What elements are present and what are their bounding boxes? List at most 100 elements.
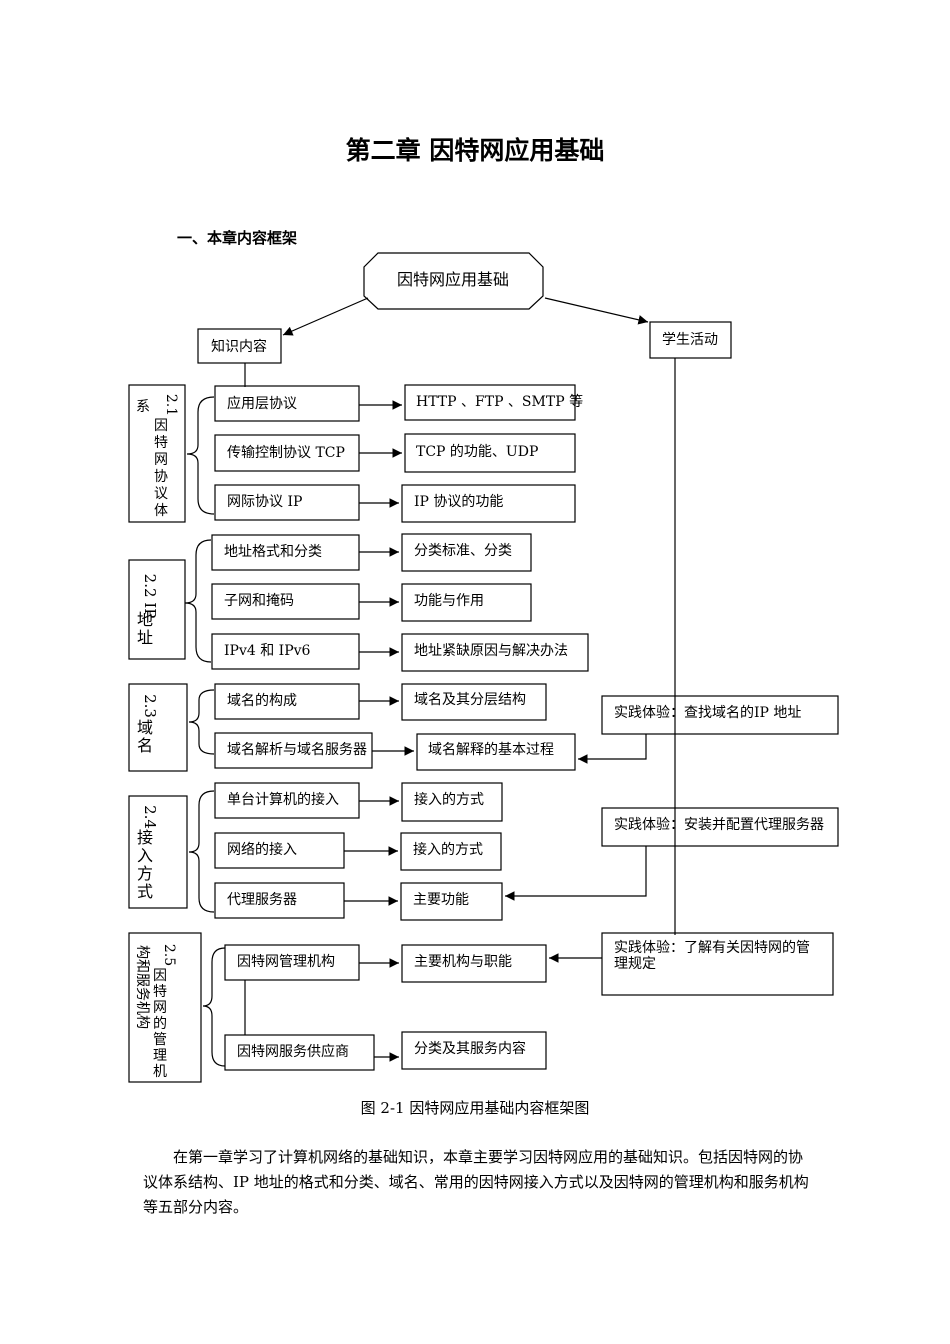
detail-box-5 bbox=[401, 583, 532, 622]
section-2-5-char: 因 bbox=[153, 968, 167, 984]
section-2-5-char: 网 bbox=[153, 1000, 167, 1016]
root-to-knowledge-arrow bbox=[282, 297, 369, 336]
activity-box-1 bbox=[601, 695, 839, 735]
section-box-2-5 bbox=[128, 932, 202, 1083]
section-2-1-char: 体 bbox=[154, 503, 168, 519]
section-2-3-char: 名 bbox=[137, 736, 153, 755]
detail-label: 地址紧缺原因与解决办法 bbox=[414, 643, 568, 659]
knowledge-label: 知识内容 bbox=[211, 338, 267, 355]
detail-box-6 bbox=[401, 633, 589, 672]
activity-box-2 bbox=[601, 807, 839, 847]
detail-label: 主要功能 bbox=[413, 892, 469, 908]
body-paragraph: 在第一章学习了计算机网络的基础知识，本章主要学习因特网应用的基础知识。包括因特网… bbox=[143, 1148, 809, 1216]
detail-label: 功能与作用 bbox=[414, 593, 484, 609]
section-2-5-char: 理 bbox=[153, 1048, 167, 1064]
brace-2-2 bbox=[184, 539, 212, 663]
detail-box-1 bbox=[404, 384, 576, 421]
activity-label: 实践体验：安装并配置代理服务器 bbox=[614, 817, 824, 833]
root-node-label: 因特网应用基础 bbox=[397, 270, 509, 289]
section-2-3-number: 2.3 bbox=[141, 694, 159, 718]
detail-box-12 bbox=[401, 944, 547, 983]
framework-diagram: 因特网应用基础 知识内容 学生活动 2.1 因 特 网 协 议 体 系 2.2 … bbox=[128, 252, 839, 1083]
section-2-2-char: 址 bbox=[137, 628, 153, 647]
detail-label: 分类标准、分类 bbox=[414, 543, 512, 559]
detail-box-11 bbox=[400, 882, 503, 921]
section-2-5-char: 的 bbox=[153, 1016, 167, 1032]
section-2-2-number: 2.2 IP bbox=[141, 574, 159, 619]
section-2-1-char: 特 bbox=[154, 435, 168, 451]
section-2-4-char: 入 bbox=[137, 846, 153, 865]
detail-label: IP 协议的功能 bbox=[414, 494, 503, 510]
detail-box-2 bbox=[404, 433, 576, 473]
page-title: 第二章 因特网应用基础 bbox=[345, 136, 605, 165]
section-box-2-2 bbox=[128, 559, 186, 660]
brace-2-3 bbox=[188, 689, 215, 755]
section-box-2-3 bbox=[128, 683, 188, 772]
section-2-1-char: 网 bbox=[154, 452, 168, 468]
section-box-2-1 bbox=[128, 384, 186, 523]
item-label: 域名的构成 bbox=[227, 693, 297, 709]
section-2-5-char: 特 bbox=[153, 984, 167, 1000]
section-2-5-number: 2.5 bbox=[161, 944, 177, 966]
section-2-1-char: 系 bbox=[136, 399, 150, 415]
brace-2-1 bbox=[186, 396, 215, 515]
detail-label: 接入的方式 bbox=[413, 841, 483, 858]
section-heading: 一、本章内容框架 bbox=[177, 229, 298, 247]
student-box bbox=[649, 321, 732, 359]
item-label: IPv4 和 IPv6 bbox=[224, 643, 311, 659]
section-2-4-char: 方 bbox=[137, 864, 153, 883]
item-label: 应用层协议 bbox=[227, 395, 297, 412]
detail-label: 主要机构与职能 bbox=[414, 954, 512, 970]
section-2-5-char: 管 bbox=[153, 1032, 167, 1048]
item-label: 地址格式和分类 bbox=[224, 544, 322, 560]
section-2-4-char: 式 bbox=[137, 882, 153, 901]
item-label: 网际协议 IP bbox=[227, 494, 302, 510]
root-to-student-arrow bbox=[544, 297, 649, 325]
item-label: 因特网管理机构 bbox=[237, 954, 335, 970]
detail-label: 域名及其分层结构 bbox=[414, 692, 526, 708]
section-2-1-number: 2.1 bbox=[163, 394, 179, 416]
detail-label: 域名解释的基本过程 bbox=[428, 741, 554, 758]
item-label: 代理服务器 bbox=[227, 892, 297, 908]
detail-label: 接入的方式 bbox=[414, 791, 484, 808]
activity-1-arrow bbox=[578, 734, 647, 764]
detail-box-13 bbox=[401, 1031, 547, 1070]
section-box-2-4 bbox=[128, 795, 188, 909]
activity-label: 实践体验：查找域名的IP 地址 bbox=[614, 705, 801, 721]
root-node-shape bbox=[363, 252, 544, 310]
section-2-4-char: 接 bbox=[137, 828, 153, 847]
item-label: 子网和掩码 bbox=[224, 593, 294, 609]
item-label: 网络的接入 bbox=[227, 841, 297, 858]
activity-label: 实践体验：了解有关因特网的管 bbox=[614, 940, 810, 956]
detail-label: HTTP 、FTP 、SMTP 等 bbox=[416, 393, 583, 410]
section-2-2-char: 地 bbox=[137, 610, 153, 629]
section-2-5-char: 机 bbox=[153, 1064, 167, 1080]
activity-box-3 bbox=[601, 932, 834, 996]
section-2-5-column: 构和服务机构 bbox=[134, 945, 150, 1029]
detail-label: TCP 的功能、UDP bbox=[416, 444, 538, 460]
section-2-4-number: 2.4 bbox=[141, 805, 159, 829]
item-box-13 bbox=[224, 1034, 375, 1071]
brace-2-5 bbox=[202, 947, 226, 1067]
student-label: 学生活动 bbox=[662, 332, 718, 348]
section-2-1-char: 议 bbox=[154, 486, 168, 502]
item-label: 因特网服务供应商 bbox=[237, 1043, 349, 1060]
brace-2-4 bbox=[188, 790, 215, 913]
section-2-1-char: 因 bbox=[154, 418, 168, 434]
section-2-3-char: 域 bbox=[137, 718, 153, 737]
item-label: 域名解析与域名服务器 bbox=[227, 742, 367, 758]
detail-box-4 bbox=[401, 533, 532, 572]
item-label: 传输控制协议 TCP bbox=[227, 445, 345, 461]
item-box-1 bbox=[214, 385, 360, 422]
figure-caption: 图 2-1 因特网应用基础内容框架图 bbox=[360, 1099, 590, 1117]
detail-label: 分类及其服务内容 bbox=[414, 1040, 526, 1057]
activity-label: 理规定 bbox=[614, 956, 656, 972]
knowledge-box bbox=[197, 328, 282, 364]
activity-2-arrow bbox=[505, 846, 647, 901]
detail-box-8 bbox=[416, 733, 576, 771]
section-2-1-char: 协 bbox=[154, 469, 168, 485]
detail-box-3 bbox=[401, 484, 576, 523]
detail-box-7 bbox=[401, 683, 547, 721]
item-label: 单台计算机的接入 bbox=[227, 791, 339, 808]
detail-box-9 bbox=[401, 782, 503, 822]
